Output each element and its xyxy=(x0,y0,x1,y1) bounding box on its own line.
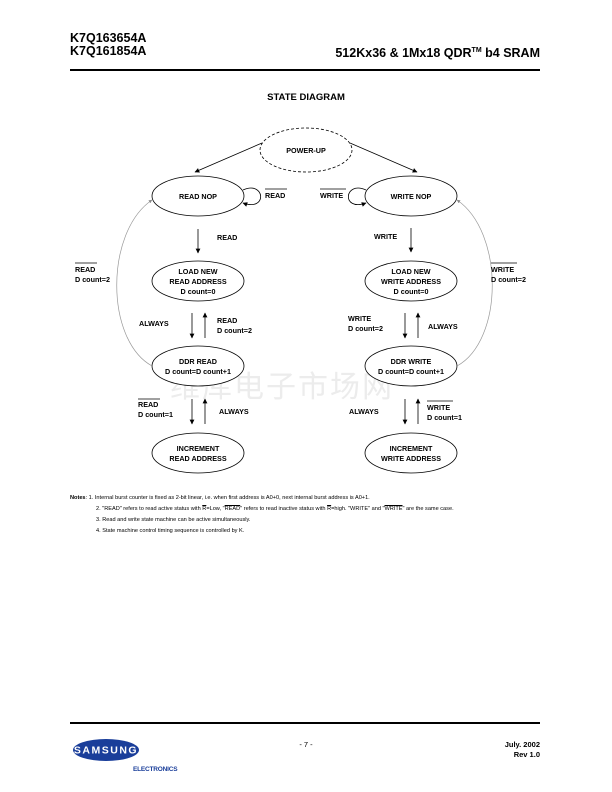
date-rev: July. 2002 Rev 1.0 xyxy=(505,740,540,760)
note-4: 4. State machine control timing sequence… xyxy=(96,528,245,534)
state-ddr-write: DDR WRITE D count=D count+1 xyxy=(364,345,458,387)
label-dcount1-write: D count=1 xyxy=(427,413,462,422)
label-dcount2-right: D count=2 xyxy=(491,275,526,284)
load-read-line1: LOAD NEW xyxy=(178,267,217,276)
notes-label: Notes xyxy=(70,495,86,501)
inc-read-line2: READ ADDRESS xyxy=(169,454,226,463)
label-read-bar-left: READ xyxy=(75,265,95,274)
state-ddr-read: DDR READ D count=D count+1 xyxy=(151,345,245,387)
write-nop-label: WRITE NOP xyxy=(391,192,432,201)
label-dcount1-read: D count=1 xyxy=(138,410,173,419)
samsung-logo: SAMSUNG xyxy=(72,737,182,775)
state-power-up: POWER-UP xyxy=(259,127,353,173)
label-read: READ xyxy=(217,233,237,242)
state-inc-read: INCREMENT READ ADDRESS xyxy=(151,432,245,474)
note-2-part-a: 2. "READ" refers to read active status w… xyxy=(96,506,203,512)
label-always-read-2: ALWAYS xyxy=(219,407,249,416)
ddr-read-line1: DDR READ xyxy=(179,357,217,366)
product-suffix: b4 SRAM xyxy=(481,46,540,60)
state-load-read: LOAD NEW READ ADDRESS D count=0 xyxy=(151,260,245,302)
label-read-bar-self: READ xyxy=(265,191,285,200)
inc-read-line1: INCREMENT xyxy=(177,444,220,453)
load-write-line2: WRITE ADDRESS xyxy=(381,277,441,286)
header-rule xyxy=(70,69,540,71)
load-write-line3: D count=0 xyxy=(394,287,429,296)
label-write-3: WRITE xyxy=(427,403,450,412)
ddr-write-line1: DDR WRITE xyxy=(391,357,432,366)
state-load-write: LOAD NEW WRITE ADDRESS D count=0 xyxy=(364,260,458,302)
read-nop-label: READ NOP xyxy=(179,192,217,201)
label-write-bar-right: WRITE xyxy=(491,265,514,274)
footer-rule xyxy=(70,722,540,724)
label-write-2: WRITE xyxy=(348,314,371,323)
label-always-read-1: ALWAYS xyxy=(139,319,169,328)
part-number-2: K7Q161854A xyxy=(70,44,147,58)
product-title: 512Kx36 & 1Mx18 QDRTM b4 SRAM xyxy=(335,46,540,60)
note-1: Notes: 1. Internal burst counter is fixe… xyxy=(70,493,550,504)
samsung-logo-text: SAMSUNG xyxy=(74,745,138,757)
note-2-part-b: =Low, " xyxy=(206,506,225,512)
trademark: TM xyxy=(471,46,482,54)
note-2-read-bar: READ xyxy=(224,506,241,512)
label-dcount2-read: D count=2 xyxy=(217,326,252,335)
load-read-line3: D count=0 xyxy=(181,287,216,296)
note-2: 2. "READ" refers to read active status w… xyxy=(96,504,550,515)
revision: Rev 1.0 xyxy=(513,750,540,759)
product-name: 512Kx36 & 1Mx18 QDR xyxy=(335,46,472,60)
arrow-ddrwrite-writenop xyxy=(456,199,493,367)
note-2-r-bar-2: R xyxy=(327,506,332,512)
part-number-1: K7Q163654A xyxy=(70,31,147,45)
arrow-writenop-self xyxy=(347,187,367,207)
inc-write-line2: WRITE ADDRESS xyxy=(381,454,441,463)
state-read-nop: READ NOP xyxy=(151,175,245,217)
electronics-text: ELECTRONICS xyxy=(133,766,178,773)
inc-write-line1: INCREMENT xyxy=(390,444,433,453)
label-always-write-1: ALWAYS xyxy=(428,322,458,331)
note-2-write-bar: WRITE xyxy=(384,506,403,512)
note-2-part-c: " refers to read inactive status with xyxy=(240,506,328,512)
load-read-line2: READ ADDRESS xyxy=(169,277,226,286)
ddr-write-line2: D count=D count+1 xyxy=(378,367,444,376)
arrow-powerup-writenop xyxy=(349,142,418,173)
diagram-title: STATE DIAGRAM xyxy=(267,92,345,103)
note-3: 3. Read and write state machine can be a… xyxy=(96,517,251,523)
state-write-nop: WRITE NOP xyxy=(364,175,458,217)
arrow-readnop-self xyxy=(242,187,262,207)
label-write-bar-self: WRITE xyxy=(320,191,343,200)
page-number: - 7 - xyxy=(299,740,313,749)
label-dcount2-write: D count=2 xyxy=(348,324,383,333)
arrow-ddrread-readnop xyxy=(116,199,153,367)
label-always-write-2: ALWAYS xyxy=(349,407,379,416)
date: July. 2002 xyxy=(504,740,540,749)
note-2-part-d: =high. "WRITE" and " xyxy=(331,506,385,512)
power-up-label: POWER-UP xyxy=(286,146,326,155)
ddr-read-line2: D count=D count+1 xyxy=(165,367,231,376)
note-2-part-e: " are the same case. xyxy=(402,506,454,512)
label-read-3: READ xyxy=(138,400,158,409)
note-1-text: : 1. Internal burst counter is fixed as … xyxy=(85,495,370,501)
notes-section: Notes: 1. Internal burst counter is fixe… xyxy=(70,493,550,537)
state-inc-write: INCREMENT WRITE ADDRESS xyxy=(364,432,458,474)
note-2-r-bar-1: R xyxy=(202,506,207,512)
label-dcount2-left: D count=2 xyxy=(75,275,110,284)
label-write: WRITE xyxy=(374,232,397,241)
label-read-2: READ xyxy=(217,316,237,325)
load-write-line1: LOAD NEW xyxy=(391,267,430,276)
arrow-powerup-readnop xyxy=(194,142,263,173)
